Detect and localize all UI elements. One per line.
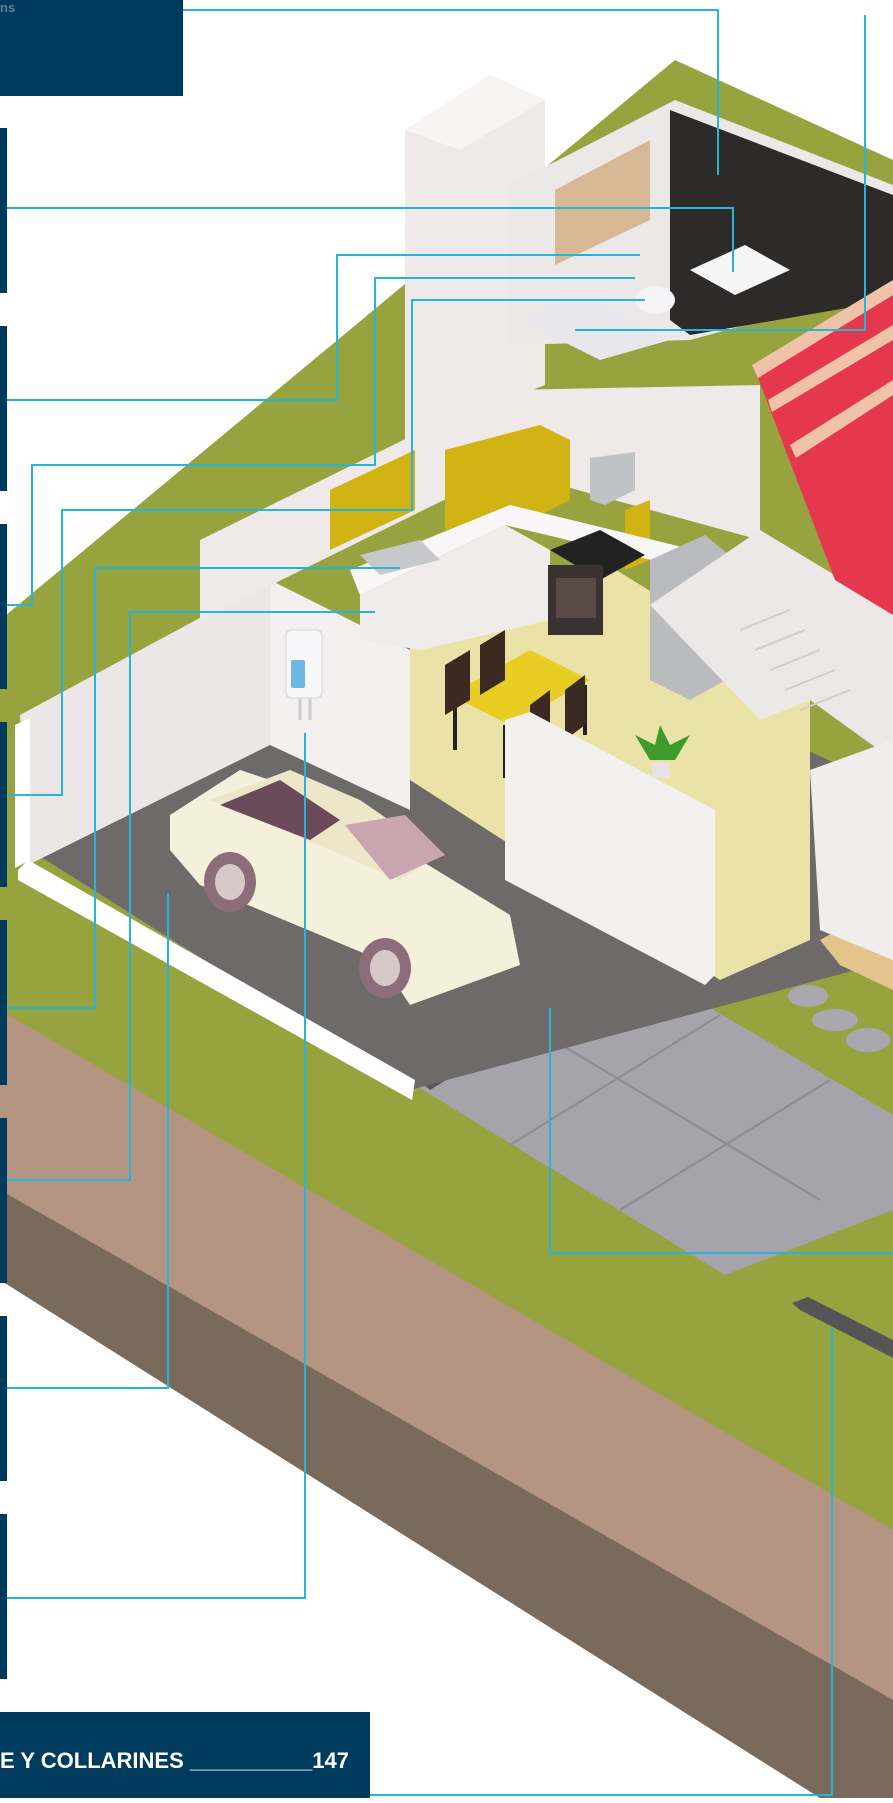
side-tab-3	[0, 524, 7, 689]
side-tab-1	[0, 128, 7, 293]
side-tab-8	[0, 1514, 7, 1679]
header-label: ns	[0, 0, 15, 15]
side-tab-2	[0, 326, 7, 491]
footer-text: E Y COLLARINES __________147	[0, 1748, 349, 1774]
side-tab-5	[0, 920, 7, 1085]
side-tab-7	[0, 1316, 7, 1481]
garage-left-wall	[15, 718, 30, 868]
footer-bar: E Y COLLARINES __________147	[0, 1712, 370, 1798]
header-box: ns	[0, 0, 183, 96]
right-wall	[810, 740, 893, 960]
oven-window	[556, 578, 596, 618]
side-tab-4	[0, 722, 7, 887]
side-tab-6	[0, 1118, 7, 1283]
